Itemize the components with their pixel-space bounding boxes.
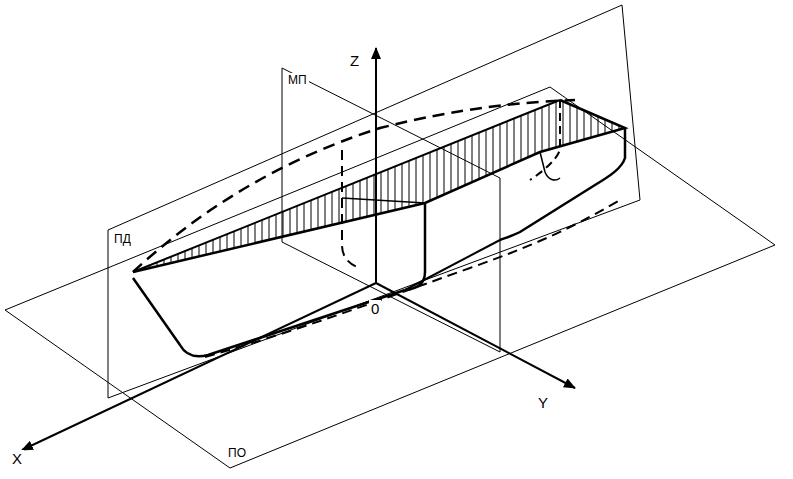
axis-label: Y: [536, 394, 550, 411]
plane-label: ПД: [112, 232, 133, 246]
origin-label: 0: [369, 300, 381, 317]
plane-label: ПО: [226, 446, 248, 460]
plane-label: МП: [286, 73, 309, 87]
axis-label: Z: [348, 52, 361, 69]
axis-label: X: [10, 450, 24, 467]
